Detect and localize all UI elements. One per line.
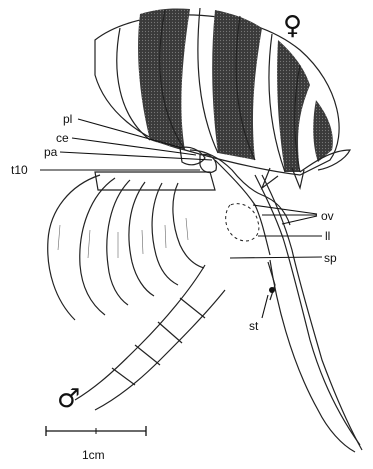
label-pa: pa — [44, 145, 58, 159]
leader-ov-3 — [253, 205, 317, 214]
label-ov: ov — [321, 209, 334, 223]
label-ll: ll — [325, 229, 330, 243]
scale-bar: 1cm — [46, 426, 146, 462]
scale-bar-label: 1cm — [82, 448, 105, 462]
label-pl: pl — [63, 112, 72, 126]
male-symbol: ♂ — [57, 384, 80, 414]
female-symbol: ♀ — [283, 11, 302, 41]
leader-st — [262, 295, 268, 318]
label-t10: t10 — [11, 163, 28, 177]
label-st: st — [249, 319, 259, 333]
label-ce: ce — [56, 131, 69, 145]
leader-sp — [230, 257, 322, 258]
label-sp: sp — [324, 251, 337, 265]
leader-pa — [60, 152, 212, 160]
female-terminalia — [180, 147, 362, 452]
male-abdomen — [48, 172, 225, 410]
